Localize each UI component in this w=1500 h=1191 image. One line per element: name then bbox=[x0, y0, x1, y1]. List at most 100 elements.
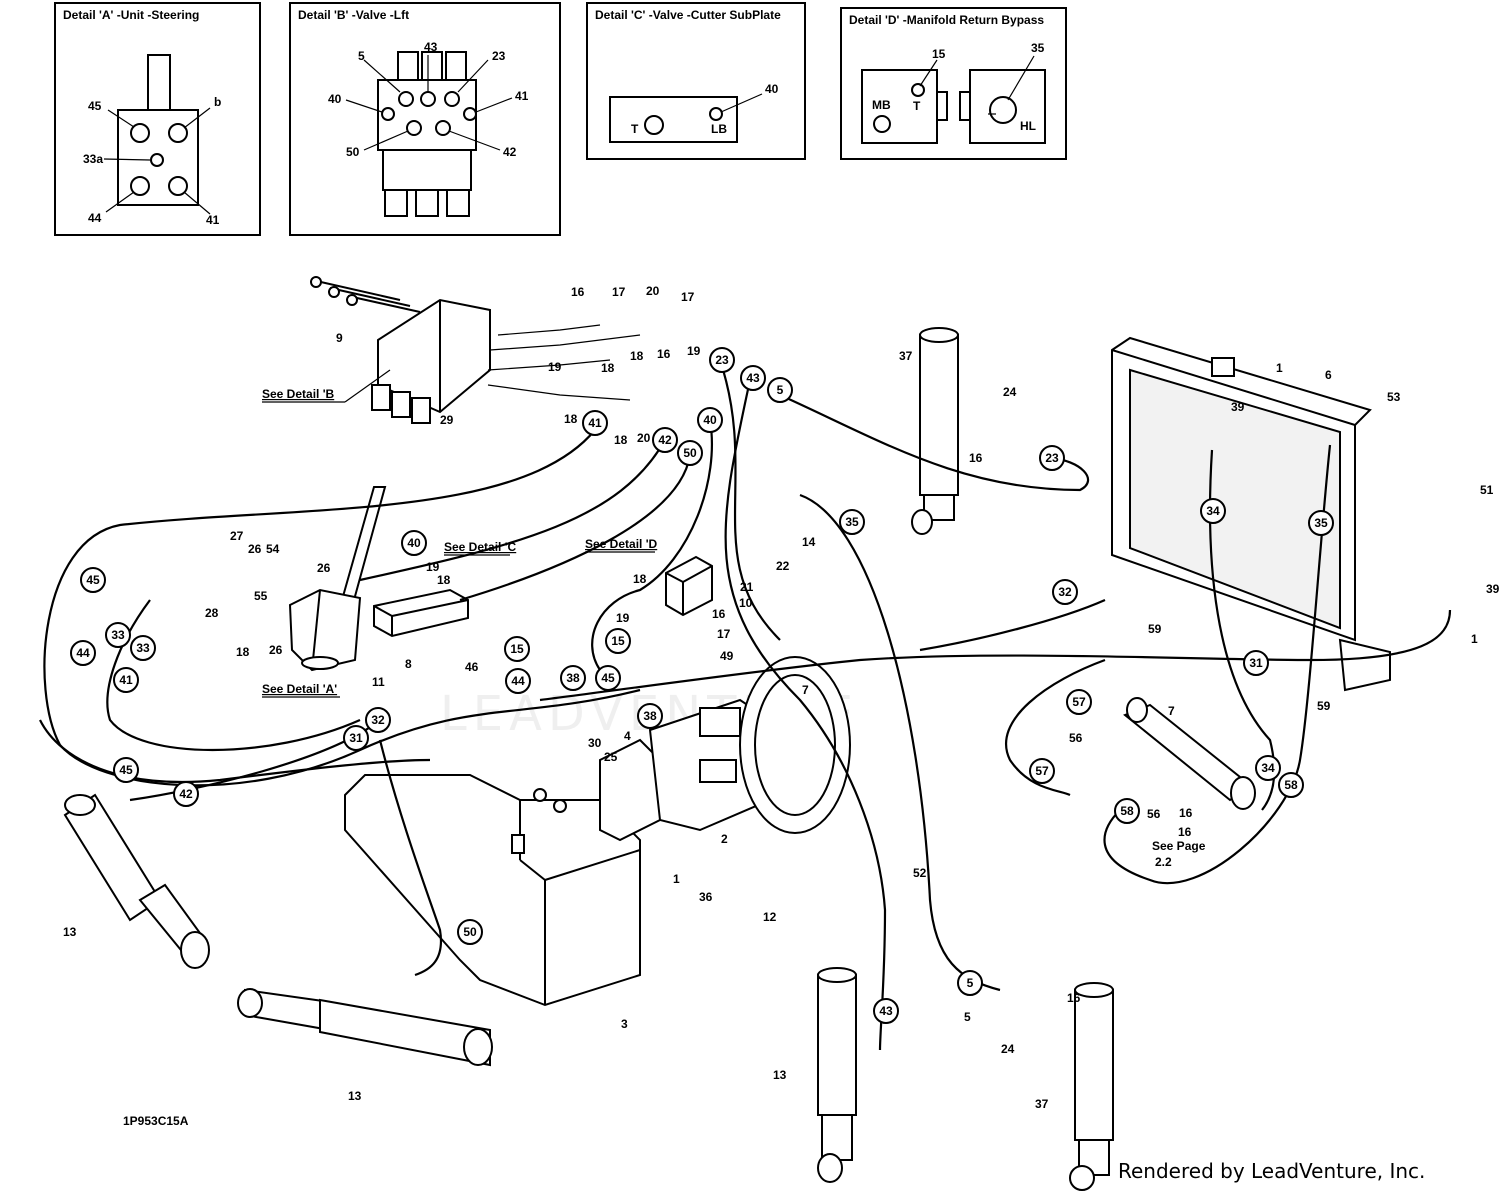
see-detail-d: See Detail 'D bbox=[585, 537, 658, 551]
part-callout: 5 bbox=[964, 1010, 971, 1024]
reference-bubble: 38 bbox=[560, 665, 586, 691]
part-callout: 56 bbox=[1147, 807, 1161, 821]
part-callout: 26 bbox=[317, 561, 331, 575]
part-callout: 18 bbox=[630, 349, 644, 363]
see-page-number: 2.2 bbox=[1155, 855, 1172, 869]
detail-c-box: Detail 'C' -Valve -Cutter SubPlate 40 T … bbox=[586, 2, 806, 160]
footer-credit: Rendered by LeadVenture, Inc. bbox=[1118, 1159, 1425, 1183]
bubble-label: 41 bbox=[588, 416, 602, 430]
cylinder-13-middle bbox=[817, 967, 857, 1183]
reference-bubble: 45 bbox=[80, 567, 106, 593]
detail-c-label: 40 bbox=[765, 82, 779, 96]
bubble-label: 5 bbox=[777, 383, 784, 397]
detail-a-box: Detail 'A' -Unit -Steering 45 b 33a 44 4… bbox=[54, 2, 261, 236]
bubble-label: 44 bbox=[511, 674, 525, 688]
part-callout: 3 bbox=[621, 1017, 628, 1031]
bubble-label: 50 bbox=[683, 446, 697, 460]
part-callout: 59 bbox=[1148, 622, 1162, 636]
bubble-layer: 2343541425040233545334441334015154538443… bbox=[70, 347, 1334, 1024]
reference-bubble: 44 bbox=[70, 640, 96, 666]
part-callout: 26 bbox=[269, 643, 283, 657]
see-detail-a: See Detail 'A' bbox=[262, 682, 337, 696]
part-callout: 16 bbox=[1067, 991, 1081, 1005]
bubble-label: 38 bbox=[566, 671, 580, 685]
detail-d-label: 35 bbox=[1031, 41, 1045, 55]
part-callout: 16 bbox=[1178, 825, 1192, 839]
reference-bubble: 43 bbox=[873, 998, 899, 1024]
see-detail-c: See Detail 'C bbox=[444, 540, 517, 554]
part-callout: 7 bbox=[802, 683, 809, 697]
reference-bubble: 33 bbox=[130, 635, 156, 661]
part-callout: 20 bbox=[646, 284, 660, 298]
bubble-label: 35 bbox=[1314, 516, 1328, 530]
hoses bbox=[39, 324, 1452, 1051]
part-callout: 18 bbox=[601, 361, 615, 375]
part-callout: 18 bbox=[633, 572, 647, 586]
part-callout: 28 bbox=[205, 606, 219, 620]
part-callout: 49 bbox=[720, 649, 734, 663]
cylinder-13-bottom bbox=[237, 988, 493, 1067]
detail-b-label: 43 bbox=[424, 40, 438, 54]
reference-bubble: 42 bbox=[652, 427, 678, 453]
reference-bubble: 34 bbox=[1200, 498, 1226, 524]
part-callout: 18 bbox=[564, 412, 578, 426]
see-page-label: See Page bbox=[1152, 839, 1206, 853]
part-callout: 19 bbox=[687, 344, 701, 358]
detail-d-title: Detail 'D' -Manifold Return Bypass bbox=[849, 13, 1044, 27]
reference-bubble: 41 bbox=[582, 410, 608, 436]
bubble-label: 33 bbox=[111, 628, 125, 642]
reference-bubble: 57 bbox=[1029, 758, 1055, 784]
detail-b-box: Detail 'B' -Valve -Lft 43 5 23 40 41 50 … bbox=[289, 2, 561, 236]
reference-bubble: 50 bbox=[457, 919, 483, 945]
part-callout: 46 bbox=[465, 660, 479, 674]
reference-bubble: 35 bbox=[839, 509, 865, 535]
part-callout: 16 bbox=[969, 451, 983, 465]
part-callout: 37 bbox=[899, 349, 913, 363]
bubble-label: 23 bbox=[1045, 451, 1059, 465]
part-callout: 39 bbox=[1486, 582, 1500, 596]
detail-a-label: 41 bbox=[206, 213, 220, 227]
part-callout: 16 bbox=[712, 607, 726, 621]
part-callout: 10 bbox=[739, 596, 753, 610]
detail-b-label: 42 bbox=[503, 145, 517, 159]
part-callout: 1 bbox=[1471, 632, 1478, 646]
reference-bubble: 33 bbox=[105, 622, 131, 648]
part-callout: 53 bbox=[1387, 390, 1401, 404]
reference-bubble: 42 bbox=[173, 781, 199, 807]
detail-d-box: Detail 'D' -Manifold Return Bypass 15 35… bbox=[840, 7, 1067, 160]
part-callout: 21 bbox=[740, 580, 754, 594]
detail-b-title: Detail 'B' -Valve -Lft bbox=[298, 8, 409, 22]
detail-b-label: 5 bbox=[358, 49, 365, 63]
part-callout: 1 bbox=[1276, 361, 1283, 375]
hydraulic-pump bbox=[599, 656, 851, 842]
part-callout: 55 bbox=[254, 589, 268, 603]
part-callout: 16 bbox=[657, 347, 671, 361]
bubble-label: 58 bbox=[1284, 778, 1298, 792]
part-callout: 17 bbox=[717, 627, 731, 641]
reference-bubble: 58 bbox=[1278, 772, 1304, 798]
bubble-label: 50 bbox=[463, 925, 477, 939]
part-callout: 12 bbox=[763, 910, 777, 924]
reference-bubble: 45 bbox=[113, 757, 139, 783]
part-callout: 51 bbox=[1480, 483, 1494, 497]
part-callout: 11 bbox=[372, 675, 385, 689]
reference-bubble: 32 bbox=[1052, 579, 1078, 605]
detail-a-label: b bbox=[214, 95, 221, 109]
reference-bubble: 5 bbox=[767, 377, 793, 403]
detail-a-label: 45 bbox=[88, 99, 102, 113]
part-callout: 9 bbox=[336, 331, 343, 345]
reference-bubble: 23 bbox=[1039, 445, 1065, 471]
detail-d-label: MB bbox=[872, 98, 891, 112]
part-callout: 1 bbox=[673, 872, 680, 886]
detail-b-label: 50 bbox=[346, 145, 360, 159]
part-callout: 13 bbox=[63, 925, 77, 939]
hydraulic-tank bbox=[344, 774, 641, 1007]
detail-b-label: 41 bbox=[515, 89, 529, 103]
part-callout: 39 bbox=[1231, 400, 1245, 414]
reference-bubble: 45 bbox=[595, 665, 621, 691]
bubble-label: 31 bbox=[349, 731, 363, 745]
part-callout: 8 bbox=[405, 657, 412, 671]
bubble-label: 35 bbox=[845, 515, 859, 529]
part-callout: 19 bbox=[616, 611, 630, 625]
reference-bubble: 15 bbox=[605, 628, 631, 654]
